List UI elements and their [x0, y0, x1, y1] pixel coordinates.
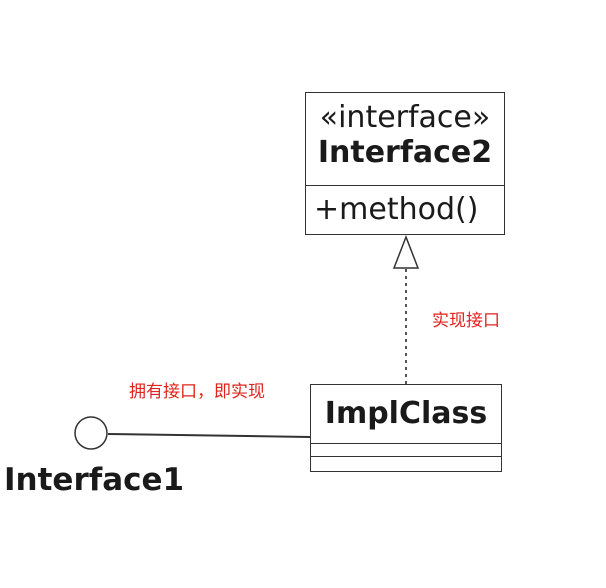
realization-arrowhead-icon — [392, 234, 420, 269]
interface2-header: «interface» Interface2 — [306, 93, 504, 185]
lollipop-interface-circle-icon — [74, 416, 108, 450]
implclass-attributes-compartment — [311, 443, 501, 456]
implclass-methods-compartment — [311, 456, 501, 470]
implclass-name: ImplClass — [324, 396, 488, 431]
lollipop-connector-line — [107, 433, 311, 438]
implclass-header: ImplClass — [311, 385, 501, 443]
interface2-name: Interface2 — [317, 135, 493, 170]
interface-stereotype: «interface» — [319, 100, 491, 135]
realization-annotation: 实现接口 — [432, 311, 500, 331]
interface2-class-box[interactable]: «interface» Interface2 +method() — [305, 92, 505, 235]
interface2-methods-compartment: +method() — [306, 185, 504, 234]
interface2-method: +method() — [314, 192, 479, 227]
lollipop-annotation: 拥有接口，即实现 — [129, 382, 265, 402]
implclass-class-box[interactable]: ImplClass — [310, 384, 502, 472]
interface1-name: Interface1 — [4, 462, 185, 498]
